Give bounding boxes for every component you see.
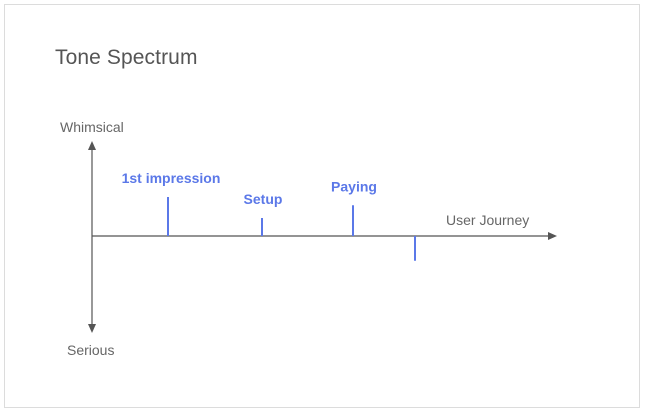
x-axis-label: User Journey (446, 212, 529, 228)
page-title: Tone Spectrum (55, 46, 198, 69)
y-axis-arrow-down-icon (88, 324, 96, 333)
stage-label-setup: Setup (244, 191, 283, 207)
y-axis-arrow-up-icon (88, 141, 96, 150)
diagram-card (4, 4, 640, 408)
y-axis-top-label: Whimsical (60, 119, 124, 135)
stage-label-paying: Paying (331, 178, 377, 194)
stage-marker-group: 1st impression Setup Paying (122, 170, 416, 261)
x-axis-arrow-right-icon (548, 232, 557, 240)
y-axis-bottom-label: Serious (67, 342, 114, 358)
stage-label-first-impression: 1st impression (122, 170, 221, 186)
